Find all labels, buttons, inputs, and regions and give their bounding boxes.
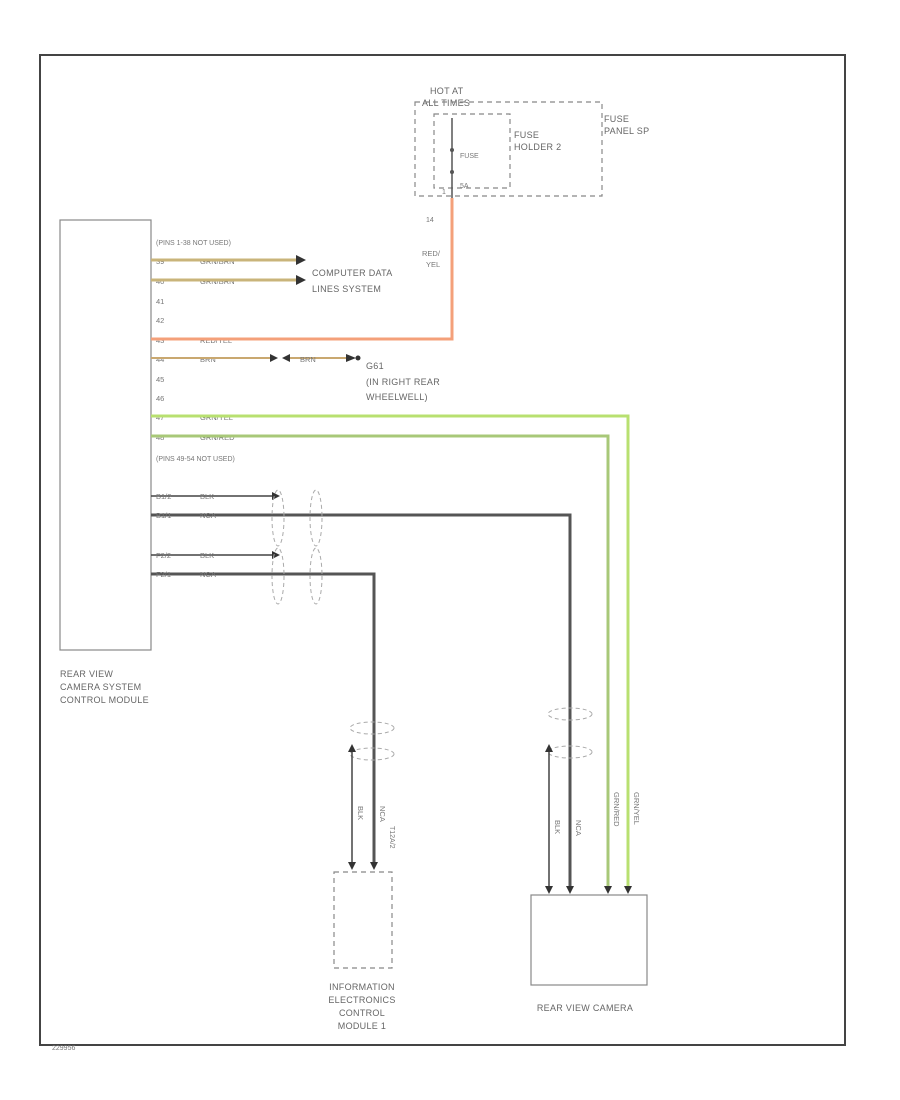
camera-label: REAR VIEW CAMERA bbox=[537, 1003, 633, 1013]
wire-label: NCA bbox=[200, 570, 216, 579]
connector-arrow bbox=[545, 744, 553, 752]
diagram-frame bbox=[39, 54, 846, 1046]
info-label-3: CONTROL bbox=[339, 1008, 385, 1018]
shield-pin-row: F2/2 BLK bbox=[156, 551, 214, 560]
wire-label: NCA bbox=[574, 820, 583, 836]
pin-arrow bbox=[566, 886, 574, 894]
shield-ellipse bbox=[547, 745, 593, 759]
shield-ellipse bbox=[309, 489, 323, 547]
wire-grn-red-48 bbox=[151, 434, 610, 888]
wire-nca-f2-1 bbox=[151, 572, 376, 864]
pin-number: F2/2 bbox=[156, 551, 171, 560]
ground-point-dot bbox=[355, 355, 361, 361]
pin-arrow bbox=[545, 886, 553, 894]
pin-number: 41 bbox=[156, 297, 164, 306]
pin-row: 42 bbox=[156, 316, 164, 325]
wire-label: NCA bbox=[378, 806, 387, 822]
connector-arrow bbox=[296, 255, 306, 265]
wire-label: BLK bbox=[553, 820, 562, 834]
pin-row: 45 bbox=[156, 375, 164, 384]
shield-pin-row: F2/1 NCA bbox=[156, 570, 216, 579]
fuse-holder-label-2: HOLDER 2 bbox=[514, 142, 561, 152]
info-label-2: ELECTRONICS bbox=[328, 995, 395, 1005]
pin-row: 44 BRN bbox=[156, 355, 216, 364]
module-label-3: CONTROL MODULE bbox=[60, 695, 149, 705]
info-electronics-module bbox=[333, 871, 393, 969]
fuse-panel-label-2: PANEL SP bbox=[604, 126, 649, 136]
feed-pin: 14 bbox=[426, 217, 434, 224]
ground-point-arrow bbox=[346, 354, 356, 362]
computer-data-label-1: COMPUTER DATA bbox=[312, 268, 393, 278]
info-connector-label: T12A/2 bbox=[388, 826, 395, 849]
feed-wire-color-2: YEL bbox=[426, 260, 440, 269]
shield-ellipse bbox=[271, 489, 285, 547]
module-label-2: CAMERA SYSTEM bbox=[60, 682, 141, 692]
info-label-1: INFORMATION bbox=[329, 982, 395, 992]
shield-ellipse bbox=[271, 547, 285, 605]
shield-pin-row: B1/2 BLK bbox=[156, 492, 214, 501]
ground-id: G61 bbox=[366, 361, 384, 371]
fuse-top-dot bbox=[450, 148, 454, 152]
pin-row: 41 bbox=[156, 297, 164, 306]
camera-control-module bbox=[59, 219, 152, 651]
pin-number: B1/2 bbox=[156, 492, 171, 501]
pin-arrow bbox=[348, 862, 356, 870]
connector-arrow bbox=[272, 551, 280, 559]
feed-wire-color-1: RED/ bbox=[422, 249, 441, 258]
wire-label: BLK bbox=[356, 806, 365, 820]
shield-pin-row: B1/1 NCA bbox=[156, 511, 216, 520]
fuse-bottom-dot bbox=[450, 170, 454, 174]
pin-arrow bbox=[370, 862, 378, 870]
wire-grn-yel-47 bbox=[151, 414, 630, 888]
hot-label-1: HOT AT bbox=[430, 86, 464, 96]
fuse-holder-box bbox=[433, 113, 511, 189]
shield-ellipse bbox=[309, 547, 323, 605]
shield-ellipse bbox=[547, 707, 593, 721]
rear-view-camera bbox=[530, 894, 648, 986]
info-label-4: MODULE 1 bbox=[338, 1021, 386, 1031]
fuse-rating: 5A bbox=[460, 183, 469, 190]
computer-data-label-2: LINES SYSTEM bbox=[312, 284, 381, 294]
pin-number: 45 bbox=[156, 375, 164, 384]
wire-red-yel-feed bbox=[151, 198, 454, 341]
fuse-panel-label-1: FUSE bbox=[604, 114, 629, 124]
ground-location-2: WHEELWELL) bbox=[366, 392, 428, 402]
pin-number: 44 bbox=[156, 355, 164, 364]
shield-ellipse bbox=[349, 747, 395, 761]
pin-number: F2/1 bbox=[156, 570, 171, 579]
connector-arrow bbox=[296, 275, 306, 285]
pin-arrow bbox=[604, 886, 612, 894]
pins-not-used-mid: (PINS 49-54 NOT USED) bbox=[156, 456, 235, 463]
fuse-label: FUSE bbox=[460, 153, 479, 160]
wire-label: GRN/YEL bbox=[632, 792, 641, 825]
pin-row: 46 bbox=[156, 394, 164, 403]
fuse-pin: 1 bbox=[442, 189, 446, 196]
wire-label: BRN bbox=[200, 355, 216, 364]
shield-ellipse bbox=[349, 721, 395, 735]
module-label-1: REAR VIEW bbox=[60, 669, 113, 679]
connector-arrow bbox=[348, 744, 356, 752]
ground-connector-1 bbox=[270, 354, 278, 362]
wire-nca-b1-1 bbox=[151, 513, 572, 888]
fuse-panel-box bbox=[414, 101, 603, 197]
figure-id: 229956 bbox=[52, 1045, 75, 1052]
fuse-holder-label-1: FUSE bbox=[514, 130, 539, 140]
pins-not-used-top: (PINS 1-38 NOT USED) bbox=[156, 240, 231, 247]
ground-connector-2 bbox=[282, 354, 290, 362]
wire-label: BLK bbox=[200, 551, 214, 560]
pin-number: 42 bbox=[156, 316, 164, 325]
ground-wire-2-label: BRN bbox=[300, 355, 316, 364]
pin-number: 46 bbox=[156, 394, 164, 403]
wire-label: GRN/RED bbox=[612, 792, 621, 827]
wire-label: NCA bbox=[200, 511, 216, 520]
pin-arrow bbox=[624, 886, 632, 894]
hot-label-2: ALL TIMES bbox=[422, 98, 470, 108]
ground-location-1: (IN RIGHT REAR bbox=[366, 377, 440, 387]
pin-number: B1/1 bbox=[156, 511, 171, 520]
wire-label: BLK bbox=[200, 492, 214, 501]
